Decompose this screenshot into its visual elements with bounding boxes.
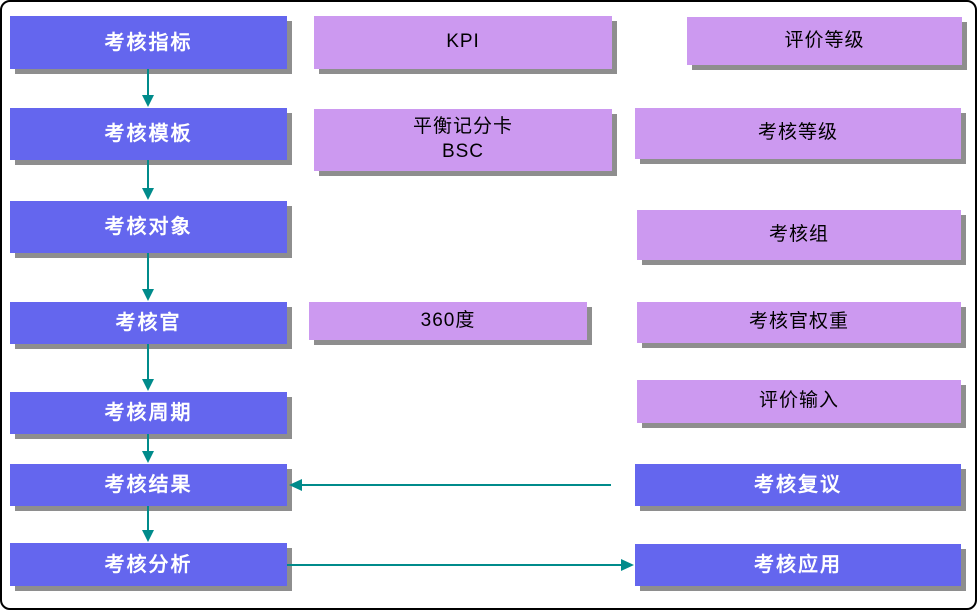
node-balanced-scorecard-label: 平衡记分卡 — [412, 116, 513, 138]
node-assessment-group-label: 考核组 — [768, 223, 829, 245]
arrow-line — [301, 484, 611, 486]
node-assessment-review-label: 考核复议 — [754, 474, 842, 496]
arrow-line — [287, 564, 622, 566]
node-evaluation-grade: 评价等级 — [687, 17, 962, 65]
node-evaluation-input: 评价输入 — [637, 380, 961, 423]
node-360-degree: 360度 — [309, 302, 587, 340]
arrow-down-icon — [142, 95, 154, 107]
arrow-left-icon — [289, 479, 302, 491]
arrow-line — [147, 253, 149, 290]
node-assessment-group: 考核组 — [637, 210, 961, 260]
arrow-line — [147, 69, 149, 96]
arrow-down-icon — [142, 379, 154, 391]
node-assessment-result: 考核结果 — [10, 464, 287, 506]
arrow-line — [147, 434, 149, 452]
node-assessor-weight-label: 考核官权重 — [748, 311, 849, 333]
node-assessment-template-label: 考核模板 — [104, 123, 193, 145]
arrow-line — [147, 344, 149, 380]
node-balanced-scorecard-label2: BSC — [441, 141, 485, 162]
node-assessment-grade-label: 考核等级 — [757, 122, 838, 144]
arrow-line — [147, 160, 149, 189]
node-assessment-application: 考核应用 — [635, 544, 961, 586]
arrow-down-icon — [142, 530, 154, 542]
node-assessment-object: 考核对象 — [10, 201, 287, 253]
node-assessment-template: 考核模板 — [10, 108, 287, 160]
node-assessment-object-label: 考核对象 — [104, 216, 193, 238]
node-assessment-cycle-label: 考核周期 — [104, 402, 193, 424]
node-kpi: KPI — [314, 16, 612, 69]
node-360-degree-label: 360度 — [420, 309, 476, 331]
arrow-right-icon — [621, 559, 634, 571]
node-assessment-review: 考核复议 — [635, 464, 961, 506]
node-assessment-cycle: 考核周期 — [10, 392, 287, 434]
arrow-down-icon — [142, 289, 154, 301]
node-evaluation-input-label: 评价输入 — [758, 390, 839, 412]
node-assessment-indicator: 考核指标 — [10, 16, 287, 69]
node-assessment-result-label: 考核结果 — [104, 474, 193, 496]
node-assessor-label: 考核官 — [115, 312, 182, 334]
node-assessor-weight: 考核官权重 — [637, 302, 961, 343]
node-assessment-analysis: 考核分析 — [10, 543, 287, 586]
node-assessment-grade: 考核等级 — [635, 108, 961, 159]
arrow-down-icon — [142, 451, 154, 463]
arrow-line — [147, 506, 149, 531]
node-assessor: 考核官 — [10, 302, 287, 344]
node-evaluation-grade-label: 评价等级 — [784, 29, 865, 51]
node-kpi-label: KPI — [446, 31, 480, 53]
node-assessment-analysis-label: 考核分析 — [104, 553, 193, 576]
node-assessment-indicator-label: 考核指标 — [104, 31, 193, 54]
arrow-down-icon — [142, 188, 154, 200]
node-balanced-scorecard: 平衡记分卡 BSC — [314, 109, 612, 171]
node-assessment-application-label: 考核应用 — [754, 554, 842, 576]
